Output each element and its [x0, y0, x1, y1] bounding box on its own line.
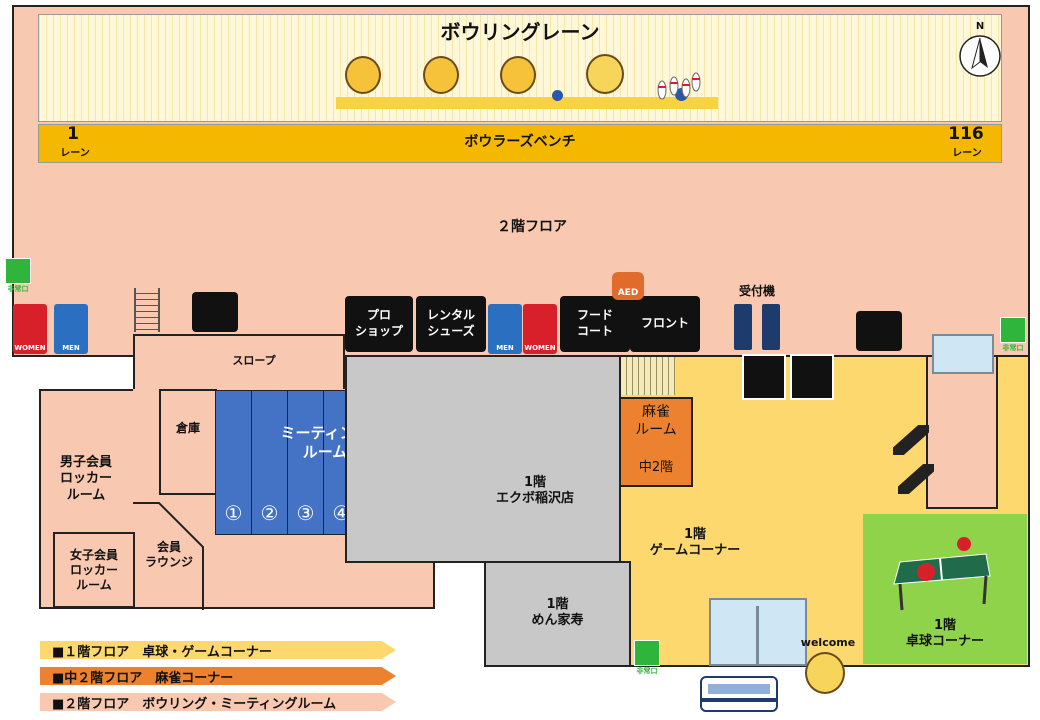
storage-room [159, 389, 217, 495]
emergency-exit-icon [5, 258, 31, 284]
mascot-icon [805, 652, 845, 694]
aed-icon: AED [612, 272, 644, 300]
mascot-icon [345, 56, 381, 94]
mahjong-label: 麻雀 ルーム [635, 404, 677, 438]
compass-icon [959, 35, 1001, 77]
mengaju-label: 1階 めん家寿 [531, 597, 584, 629]
entrance-door-divider [756, 606, 759, 666]
storage-label: 倉庫 [175, 421, 200, 435]
floor2-label: ２階フロア [497, 219, 567, 235]
emergency-exit-icon [634, 640, 660, 666]
member-lounge-label: 会員 ラウンジ [144, 540, 193, 569]
meeting-room-number: ③ [296, 501, 315, 525]
emergency-exit-label: 非常口 [1002, 344, 1024, 352]
aed-label: AED [617, 288, 639, 298]
women-label: WOMEN [524, 344, 556, 352]
ping-pong-table-icon [893, 537, 991, 611]
restroom-women-icon: WOMEN [523, 304, 557, 354]
women-locker-room [53, 532, 135, 608]
emergency-exit-label: 非常口 [7, 285, 29, 293]
front-desk-sign: フロント [630, 296, 700, 352]
table-tennis-label: 1階 卓球コーナー [905, 618, 984, 650]
mezzanine-label: 中2階 [638, 460, 674, 475]
upper-entrance-door [932, 334, 994, 374]
legend-mezzanine: ■中２階フロア 麻雀コーナー [40, 667, 396, 685]
welcome-label: welcome [800, 636, 856, 649]
kiosk-icon [734, 304, 752, 350]
bowling-pins-icon [657, 72, 701, 100]
restroom-men-icon: MEN [488, 304, 522, 354]
bus-window [708, 684, 770, 694]
rental-shoes-sign: レンタル シューズ [416, 296, 486, 352]
meeting-room-cell [251, 390, 288, 535]
smoking-area-icon [192, 292, 238, 332]
men-label: MEN [62, 344, 80, 352]
mascot-icon [500, 56, 536, 94]
bus-icon [700, 676, 778, 712]
bowling-ball-icon [552, 90, 563, 101]
bus-stripe [702, 698, 776, 702]
legend-mezzanine-label: ■中２階フロア 麻雀コーナー [52, 670, 234, 686]
pro-shop-sign: プロ ショップ [345, 296, 413, 352]
slope-area [133, 336, 345, 390]
legend-floor2: ■２階フロア ボウリング・ミーティングルーム [40, 693, 396, 711]
game-corner-label: 1階 ゲームコーナー [649, 527, 741, 559]
women-label: WOMEN [14, 344, 46, 352]
smoking-area-icon [856, 311, 902, 351]
restroom-men-icon: MEN [54, 304, 88, 354]
elevator-icon [742, 354, 786, 400]
elevator-icon [790, 354, 834, 400]
legend-floor1: ■１階フロア 卓球・ゲームコーナー [40, 641, 396, 659]
emergency-exit-icon [1000, 317, 1026, 343]
legend-floor2-label: ■２階フロア ボウリング・ミーティングルーム [52, 696, 337, 712]
legend-floor1-label: ■１階フロア 卓球・ゲームコーナー [52, 644, 272, 660]
men-locker-label: 男子会員 ロッカー ルーム [59, 455, 112, 503]
reception-machine-label: 受付機 [738, 284, 775, 298]
mascot-icon [586, 54, 624, 94]
ekubo-label: 1階 エクボ稲沢店 [495, 475, 574, 507]
kiosk-icon [762, 304, 780, 350]
ekubo-store [345, 355, 621, 563]
restroom-women-icon: WOMEN [13, 304, 47, 354]
bowling-lane-title: ボウリングレーン [440, 20, 600, 44]
bowlers-bench-label: ボウラーズベンチ [464, 134, 576, 150]
lane-start-number: 1 [67, 124, 79, 144]
lane-end-unit: レーン [952, 148, 982, 159]
escalator-passage [926, 355, 998, 509]
lane-end-number: 116 [948, 124, 984, 144]
emergency-exit-label: 非常口 [636, 667, 658, 675]
slope-label: スロープ [232, 354, 276, 367]
compass-label: N [975, 21, 985, 32]
mascot-icon [423, 56, 459, 94]
mahjong-room [619, 397, 693, 487]
bowlers-bench [38, 124, 1002, 163]
ladder-icon [134, 288, 160, 332]
lounge-divider [133, 502, 204, 610]
stairs-icon [621, 357, 675, 395]
upper-ledge-line [133, 334, 345, 336]
men-label: MEN [496, 344, 514, 352]
meeting-room-number: ② [260, 501, 279, 525]
lane-strip [336, 97, 718, 109]
lane-start-unit: レーン [60, 148, 90, 159]
meeting-room-cell [215, 390, 252, 535]
women-locker-label: 女子会員 ロッカー ルーム [69, 548, 118, 592]
mengaju-store [484, 561, 631, 667]
meeting-room-number: ① [224, 501, 243, 525]
food-court-sign: フード コート [560, 296, 630, 352]
table-tennis-corner [863, 514, 1027, 664]
